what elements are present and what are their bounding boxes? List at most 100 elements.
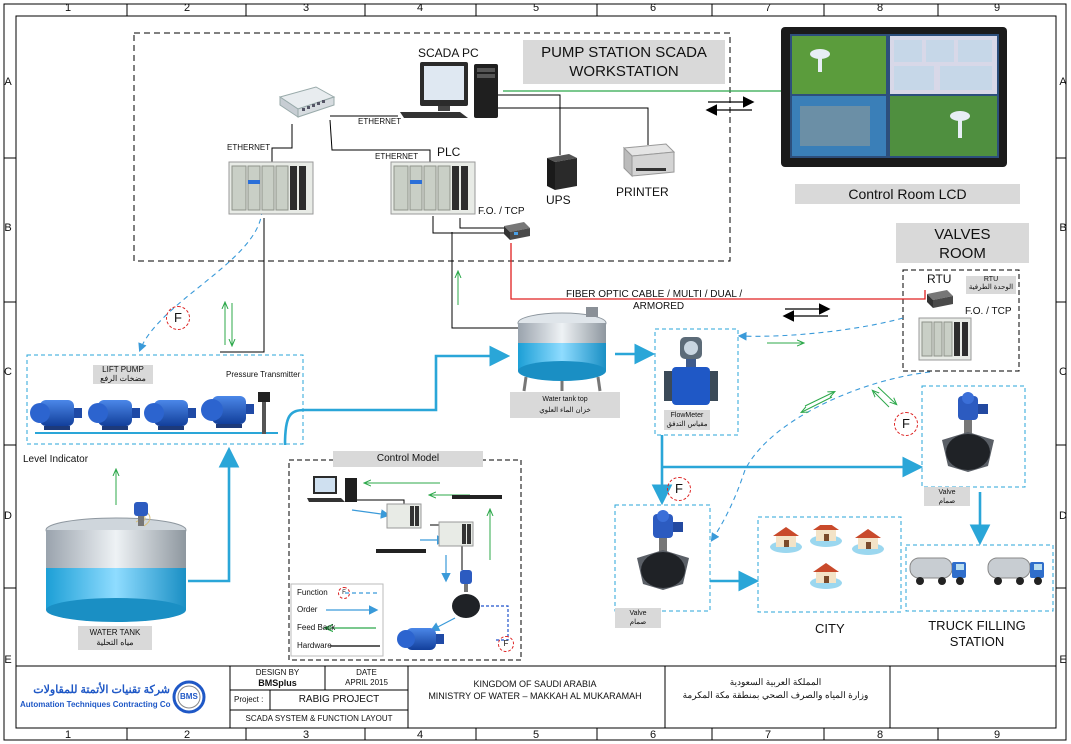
valve-right-icon [942, 392, 994, 472]
valve-center-label-en: Valve [629, 610, 647, 617]
control-room-lcd-icon [781, 27, 1007, 167]
pressure-transmitter-icon [258, 392, 270, 434]
grid-row-e-right: E [1059, 654, 1067, 666]
grid-col-6-bottom: 6 [649, 729, 657, 741]
legend-hardware: Hardware [297, 641, 332, 650]
rtu-converter-icon [927, 290, 953, 308]
workstation-title-line1: PUMP STATION SCADA [541, 44, 707, 61]
rtu-plc-icon [918, 317, 972, 361]
plc-label: PLC [437, 145, 461, 159]
bms-logo-text: BMS [180, 692, 198, 701]
grid-col-5-bottom: 5 [532, 729, 540, 741]
fiber-label-line2: ARMORED [633, 301, 685, 312]
date-label: DATE [356, 668, 377, 677]
truck-filling-line2: STATION [949, 634, 1005, 649]
legend-feedback: Feed Back [297, 623, 336, 632]
truck-filling-line1: TRUCK FILLING [928, 618, 1026, 633]
water-tank-top-label-en: Water tank top [542, 396, 588, 403]
grid-col-8: 8 [876, 2, 884, 14]
workstation-title-line2: WORKSTATION [569, 63, 679, 80]
city-houses-icon [770, 525, 884, 589]
scada-pc-label: SCADA PC [418, 46, 479, 60]
valve-center-label: Valve صمام [615, 608, 661, 628]
grid-row-e: E [4, 654, 12, 666]
truck-filling-label: TRUCK FILLING STATION [912, 618, 1042, 650]
valves-room-line1: VALVES [934, 226, 991, 243]
water-tank-label-en: WATER TANK [89, 628, 141, 637]
rtu-fo-tcp-label: F.O. / TCP [965, 306, 1012, 317]
grid-col-3: 3 [302, 2, 310, 14]
grid-col-9-bottom: 9 [993, 729, 1001, 741]
media-converter-icon [504, 222, 530, 240]
function-marker-lift: F [166, 306, 190, 330]
plc-left-icon [228, 161, 314, 215]
rtu-label: RTU [927, 272, 952, 286]
grid-row-b: B [4, 222, 12, 234]
ups-icon [547, 154, 577, 190]
ministry-ar-line2: وزارة المياه والصرف الصحي بمنطقة مكة الم… [682, 690, 869, 700]
printer-icon [622, 143, 676, 178]
water-tank-top-icon [517, 307, 607, 392]
trucks-icon [909, 557, 1044, 585]
grid-col-8-bottom: 8 [876, 729, 884, 741]
grid-col-4-bottom: 4 [416, 729, 424, 741]
rtu-tag-en: RTU [983, 276, 999, 283]
valve-center-label-ar: صمام [629, 619, 647, 626]
design-by-label: DESIGN BY [255, 668, 300, 677]
grid-row-c-right: C [1059, 366, 1067, 378]
ethernet-plc-label: ETHERNET [375, 152, 419, 161]
valves-room-title: VALVES ROOM [896, 223, 1029, 263]
workstation-title: PUMP STATION SCADA WORKSTATION [523, 40, 725, 84]
grid-row-d: D [4, 510, 12, 522]
drawing-subtitle: SCADA SYSTEM & FUNCTION LAYOUT [245, 714, 393, 723]
function-marker-legend: F [338, 587, 350, 599]
water-tank-icon [45, 502, 187, 622]
ethernet-switch-icon [278, 86, 336, 118]
plc-icon [390, 161, 476, 215]
design-by-value: BMSplus [258, 678, 297, 688]
grid-col-5: 5 [532, 2, 540, 14]
lift-pump-label-en: LIFT PUMP [102, 365, 144, 374]
control-model-pc-icon [307, 476, 357, 502]
water-tank-label-ar: مياه التحلية [96, 638, 134, 647]
grid-col-1-bottom: 1 [64, 729, 72, 741]
fo-tcp-label: F.O. / TCP [478, 206, 525, 217]
valves-room-line2: ROOM [939, 245, 986, 262]
lift-pump-label-ar: مضخات الرفع [100, 374, 146, 383]
lift-pump-label: LIFT PUMP مضخات الرفع [93, 365, 153, 384]
valve-center-icon [637, 510, 689, 590]
flowmeter-icon [664, 337, 718, 405]
grid-row-a: A [4, 76, 12, 88]
fiber-label-line1: FIBER OPTIC CABLE / MULTI / DUAL / [566, 289, 743, 300]
date-value: APRIL 2015 [345, 678, 388, 687]
company-name-en: Automation Techniques Contracting Co [20, 700, 171, 709]
rtu-tag-ar: الوحدة الطرفية [968, 284, 1014, 291]
grid-col-2: 2 [183, 2, 191, 14]
control-model-valve-icon [452, 570, 480, 618]
valve-right-label-ar: صمام [938, 498, 956, 505]
control-model-pump-icon [397, 628, 444, 650]
rtu-tag: RTU الوحدة الطرفية [966, 276, 1016, 294]
grid-col-1: 1 [64, 2, 72, 14]
grid-col-7-bottom: 7 [764, 729, 772, 741]
project-value: RABIG PROJECT [298, 694, 380, 705]
switch-ethernet-label: ETHERNET [358, 117, 402, 126]
grid-col-6: 6 [649, 2, 657, 14]
valve-right-label-en: Valve [938, 489, 956, 496]
control-model-title: Control Model [333, 451, 483, 467]
water-tank-top-label-ar: خزان الماء العلوي [539, 407, 591, 414]
flowmeter-label-ar: مقياس التدفق [666, 421, 708, 428]
grid-col-9: 9 [993, 2, 1001, 14]
ministry-en-line2: MINISTRY OF WATER – MAKKAH AL MUKARAMAH [428, 691, 642, 701]
legend-order: Order [297, 605, 318, 614]
grid-col-2-bottom: 2 [183, 729, 191, 741]
control-model-plc2-icon [438, 521, 474, 547]
grid-row-b-right: B [1059, 222, 1067, 234]
grid-row-d-right: D [1059, 510, 1067, 522]
grid-col-3-bottom: 3 [302, 729, 310, 741]
valve-right-label: Valve صمام [924, 487, 970, 506]
legend-function: Function [297, 588, 328, 597]
control-room-lcd-label: Control Room LCD [795, 184, 1020, 204]
grid-col-7: 7 [764, 2, 772, 14]
grid-row-a-right: A [1059, 76, 1067, 88]
